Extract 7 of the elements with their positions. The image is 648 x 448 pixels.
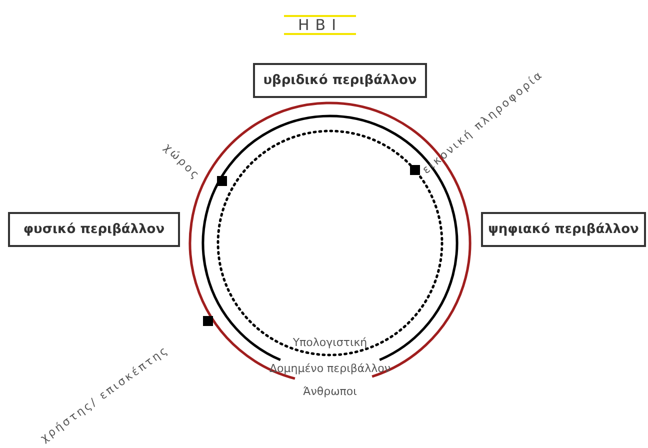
- text-box: φυσικό περιβάλλον: [8, 212, 180, 247]
- ring-label: Δομημένο περιβάλλον: [270, 362, 390, 375]
- ring-label: Υπολογιστική: [292, 336, 368, 349]
- title: HBI: [284, 14, 356, 36]
- text-box: ψηφιακό περιβάλλον: [481, 212, 646, 247]
- ring-label: Άνθρωποι: [303, 385, 357, 398]
- text-box: υβριδικό περιβάλλον: [253, 63, 427, 98]
